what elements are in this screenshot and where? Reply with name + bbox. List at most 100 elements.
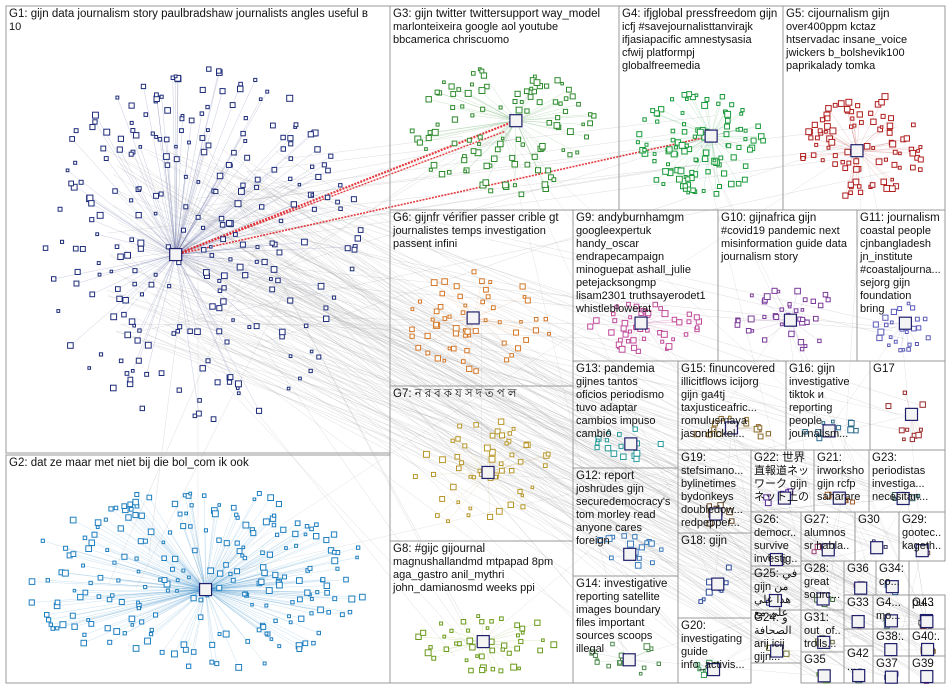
- graph-node: [110, 593, 115, 598]
- edge: [140, 146, 176, 255]
- graph-node: [122, 631, 127, 636]
- graph-node: [61, 569, 69, 577]
- edge: [175, 78, 178, 255]
- graph-node: [95, 525, 100, 530]
- graph-node: [468, 506, 473, 511]
- graph-node: [645, 310, 652, 317]
- graph-node: [821, 421, 826, 425]
- graph-node: [842, 165, 849, 172]
- graph-node: [537, 647, 543, 654]
- graph-node: [546, 120, 553, 126]
- graph-node: [883, 185, 891, 192]
- graph-node: [509, 353, 514, 358]
- graph-node: [880, 113, 886, 119]
- graph-node: [124, 251, 131, 259]
- graph-node: [163, 153, 170, 160]
- graph-node: [287, 297, 294, 304]
- graph-node: [55, 626, 60, 631]
- graph-node: [527, 94, 534, 100]
- graph-node: [904, 330, 909, 335]
- edge: [94, 121, 176, 255]
- group-label-g15-line-2: gijn ga4tj: [681, 389, 725, 401]
- graph-node: [238, 188, 245, 195]
- graph-node: [681, 148, 688, 155]
- graph-node: [628, 315, 633, 320]
- graph-node: [485, 294, 491, 300]
- graph-node: [638, 544, 645, 551]
- graph-node: [853, 166, 860, 173]
- graph-node: [240, 182, 246, 188]
- graph-node: [294, 520, 301, 527]
- edge: [481, 473, 823, 600]
- graph-node: [516, 633, 520, 638]
- graph-node: [230, 577, 236, 583]
- graph-node: [482, 179, 490, 186]
- graph-node: [518, 638, 524, 645]
- graph-node: [802, 297, 808, 303]
- group-label-g23-line-0: G23:: [872, 452, 897, 464]
- edge: [485, 120, 517, 183]
- graph-node: [447, 314, 452, 319]
- edge: [128, 517, 206, 590]
- graph-node: [48, 622, 53, 627]
- graph-node: [476, 614, 481, 619]
- graph-node: [97, 574, 104, 581]
- edge: [714, 598, 823, 669]
- edge: [205, 589, 321, 611]
- edge: [199, 335, 631, 658]
- group-label-g6-line-0: G6: gijnfr vérifier passer crible gt: [393, 212, 559, 224]
- edge: [205, 589, 300, 600]
- graph-node: [116, 578, 121, 583]
- graph-node: [241, 545, 246, 550]
- graph-node: [225, 162, 232, 168]
- group-label-g9-line-3: endrapecampaign: [576, 251, 664, 263]
- graph-node: [211, 510, 219, 518]
- graph-node: [104, 625, 111, 632]
- edge: [125, 509, 206, 590]
- graph-node: [264, 603, 269, 608]
- graph-node: [174, 74, 182, 82]
- edge: [57, 589, 206, 606]
- graph-node: [230, 504, 237, 511]
- graph-node: [606, 663, 612, 669]
- graph-node: [271, 166, 278, 173]
- graph-node: [519, 283, 526, 290]
- graph-node: [567, 152, 573, 158]
- graph-node: [117, 525, 124, 532]
- graph-node: [724, 123, 730, 130]
- graph-node: [515, 136, 522, 142]
- graph-node: [701, 189, 706, 193]
- graph-node: [159, 94, 164, 99]
- graph-node: [470, 82, 474, 87]
- graph-node: [144, 637, 152, 645]
- graph-node: [553, 122, 561, 129]
- graph-node: [741, 176, 748, 183]
- graph-node: [916, 493, 921, 499]
- graph-node: [186, 663, 192, 669]
- graph-node: [210, 416, 217, 422]
- graph-node: [918, 145, 923, 150]
- edge: [473, 317, 537, 331]
- graph-node: [250, 530, 257, 537]
- graph-node: [916, 149, 920, 153]
- edge: [205, 589, 212, 663]
- graph-node: [825, 297, 831, 303]
- graph-node: [694, 93, 699, 98]
- graph-node: [643, 643, 651, 650]
- graph-node: [830, 597, 836, 603]
- graph-node: [172, 555, 179, 563]
- graph-node: [889, 140, 897, 148]
- edge: [150, 215, 640, 549]
- graph-node: [65, 168, 70, 173]
- edge: [822, 621, 928, 643]
- edge: [641, 317, 697, 324]
- graph-node: [424, 649, 432, 657]
- edge: [247, 217, 628, 651]
- strong-edge: [175, 119, 517, 256]
- edge: [731, 429, 777, 652]
- edge: [205, 589, 267, 606]
- graph-node: [814, 543, 821, 550]
- graph-node: [244, 154, 251, 161]
- group-box-g36: [843, 560, 877, 596]
- graph-node: [878, 99, 885, 106]
